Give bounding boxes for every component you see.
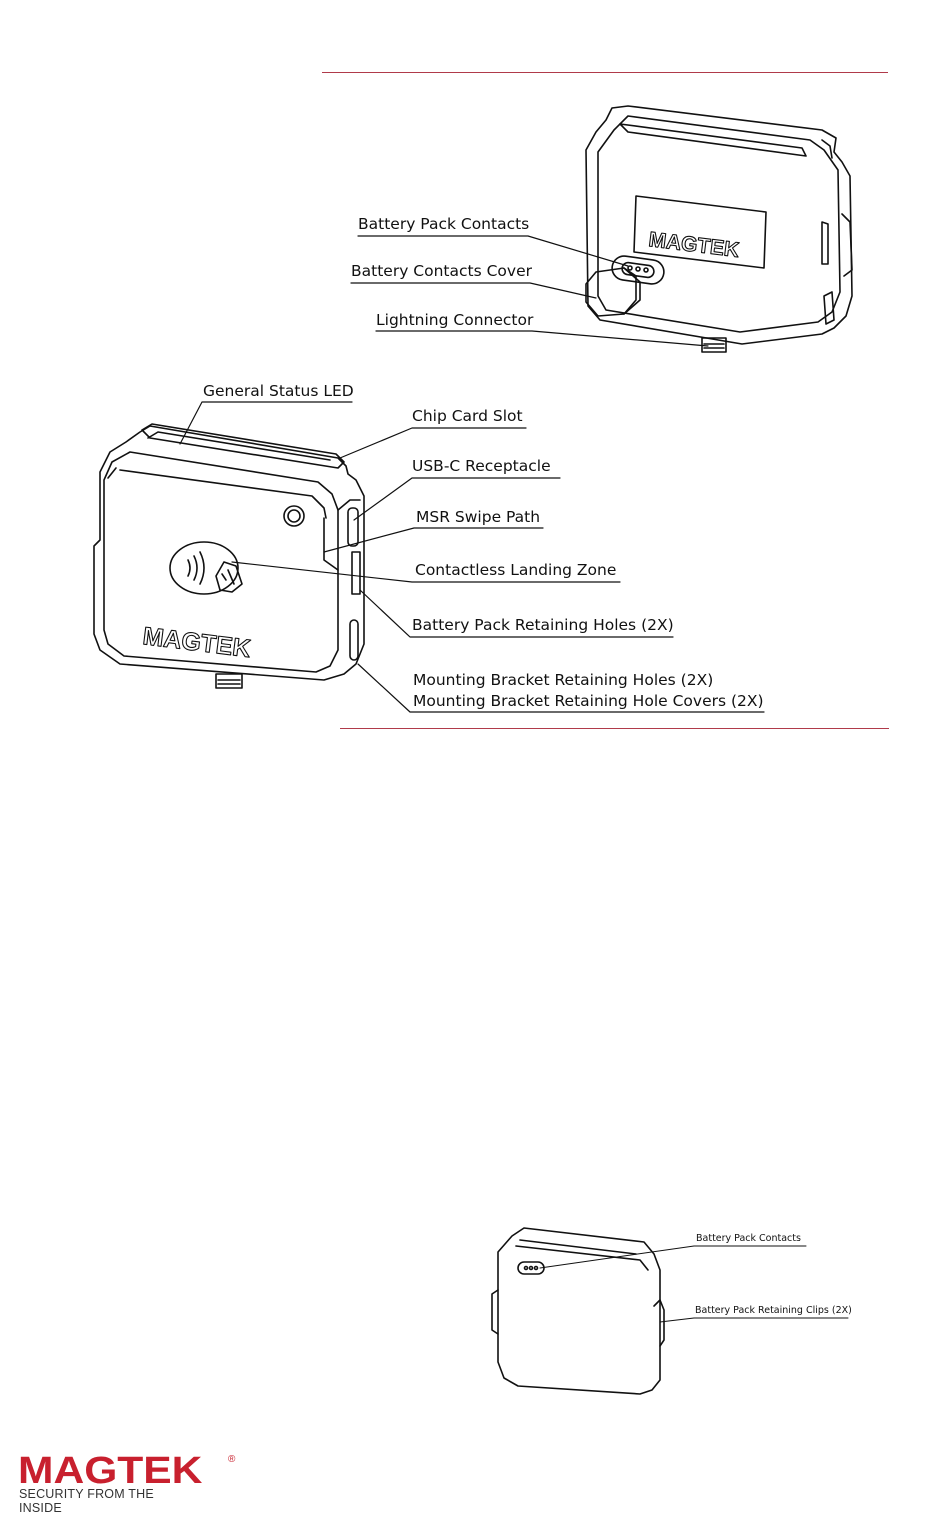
label-usb-c-receptacle: USB-C Receptacle (412, 457, 551, 475)
bottom-rule (340, 728, 889, 729)
label-battery-pack-contacts-small: Battery Pack Contacts (696, 1233, 801, 1244)
rear-callout-lines (350, 235, 709, 347)
reader-front-view (93, 423, 365, 689)
logo-registered-mark: ® (228, 1454, 236, 1465)
battery-pack-view (491, 1227, 665, 1395)
label-contactless-landing-zone: Contactless Landing Zone (415, 561, 617, 579)
label-lightning-connector: Lightning Connector (376, 311, 534, 329)
label-mounting-bracket-retaining-holes: Mounting Bracket Retaining Holes (2X) (413, 671, 714, 689)
top-rule (322, 72, 888, 73)
device-logo-rear: MAGTEK (647, 228, 740, 262)
device-logo-front: MAGTEK (141, 622, 252, 663)
label-chip-card-slot: Chip Card Slot (412, 407, 523, 425)
logo-tagline: SECURITY FROM THE INSIDE (19, 1487, 154, 1515)
label-battery-contacts-cover: Battery Contacts Cover (351, 262, 532, 280)
logo-wordmark: MAGTEK (18, 1450, 203, 1492)
label-general-status-led: General Status LED (203, 382, 354, 400)
front-callout-lines (179, 401, 765, 713)
magtek-logo: MAGTEK ® SECURITY FROM THE INSIDE (18, 1452, 235, 1515)
battery-callout-lines (539, 1245, 849, 1323)
reader-rear-view (585, 105, 853, 353)
label-battery-pack-retaining-holes: Battery Pack Retaining Holes (2X) (412, 616, 674, 634)
label-battery-pack-contacts: Battery Pack Contacts (358, 215, 530, 233)
label-mounting-bracket-retaining-hole-covers: Mounting Bracket Retaining Hole Covers (… (413, 692, 764, 710)
label-msr-swipe-path: MSR Swipe Path (416, 508, 541, 526)
label-battery-pack-retaining-clips: Battery Pack Retaining Clips (2X) (695, 1305, 852, 1316)
